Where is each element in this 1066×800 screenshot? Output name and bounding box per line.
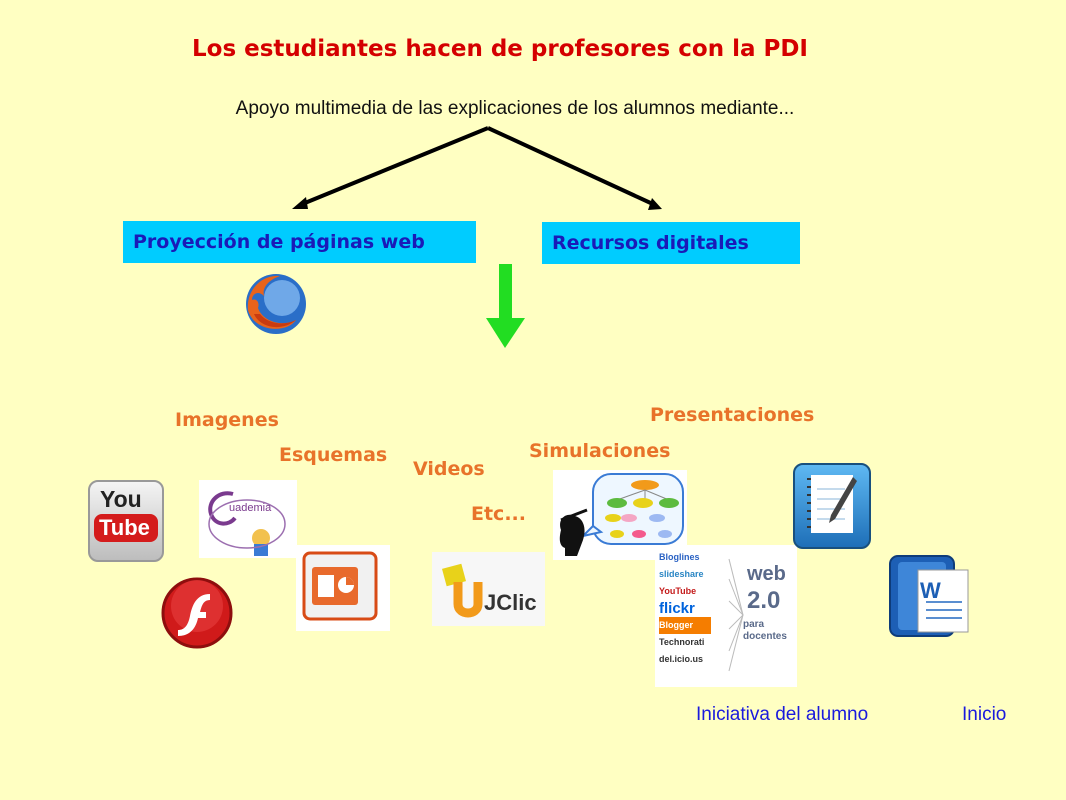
youtube-you-text: You xyxy=(100,486,142,512)
firefox-icon xyxy=(246,274,306,334)
youtube-icon: You Tube xyxy=(88,480,164,562)
service-flickr: flickr xyxy=(659,600,695,617)
label-imagenes: Imagenes xyxy=(175,409,279,431)
arrow-right-line xyxy=(487,126,656,207)
arrow-left-line xyxy=(299,126,489,207)
web20-collage-icon: Bloglines slideshare YouTube flickr Blog… xyxy=(655,545,797,687)
service-technorati: Technorati xyxy=(659,637,705,647)
arrow-right-head xyxy=(648,198,662,210)
service-delicious: del.icio.us xyxy=(659,654,704,664)
flash-icon xyxy=(161,577,233,649)
jclic-icon: JClic xyxy=(432,552,545,626)
service-slideshare: slideshare xyxy=(659,569,704,579)
web20-services-list: Bloglines slideshare YouTube flickr Blog… xyxy=(659,549,729,668)
label-esquemas: Esquemas xyxy=(279,444,388,466)
service-youtube: YouTube xyxy=(659,586,697,596)
cuademia-text: uademia xyxy=(229,502,272,514)
web20-version: 2.0 xyxy=(747,587,781,614)
notebook-icon xyxy=(793,463,871,549)
box-web-pages-label: Proyección de páginas web xyxy=(133,231,425,253)
page-title: Los estudiantes hacen de profesores con … xyxy=(191,36,808,62)
youtube-tube-box: Tube xyxy=(94,514,158,542)
box-digital-resources-label: Recursos digitales xyxy=(552,232,749,254)
link-inicio[interactable]: Inicio xyxy=(962,704,1007,725)
web20-subtitle: para docentes xyxy=(743,619,787,642)
cuademia-icon: uademia xyxy=(199,480,297,558)
youtube-tube-text: Tube xyxy=(99,515,150,540)
green-arrow-head xyxy=(486,318,525,348)
jclic-text: JClic xyxy=(484,590,537,615)
word-icon: W xyxy=(886,552,974,640)
box-digital-resources[interactable]: Recursos digitales xyxy=(542,222,800,264)
subtitle: Apoyo multimedia de las explicaciones de… xyxy=(235,98,795,119)
label-etc: Etc... xyxy=(471,503,526,525)
label-simulaciones: Simulaciones xyxy=(529,440,671,462)
service-bloglines: Bloglines xyxy=(659,552,700,562)
service-blogger: Blogger xyxy=(659,617,711,634)
web20-title: web xyxy=(747,563,786,585)
link-iniciativa-del-alumno[interactable]: Iniciativa del alumno xyxy=(696,704,869,725)
svg-text:W: W xyxy=(920,578,941,603)
box-web-pages[interactable]: Proyección de páginas web xyxy=(123,221,476,263)
arrow-left-head xyxy=(292,197,308,209)
label-presentaciones: Presentaciones xyxy=(650,404,815,426)
green-arrow-shaft xyxy=(499,264,512,319)
label-videos: Videos xyxy=(413,458,485,480)
powerpoint-icon xyxy=(296,545,390,631)
